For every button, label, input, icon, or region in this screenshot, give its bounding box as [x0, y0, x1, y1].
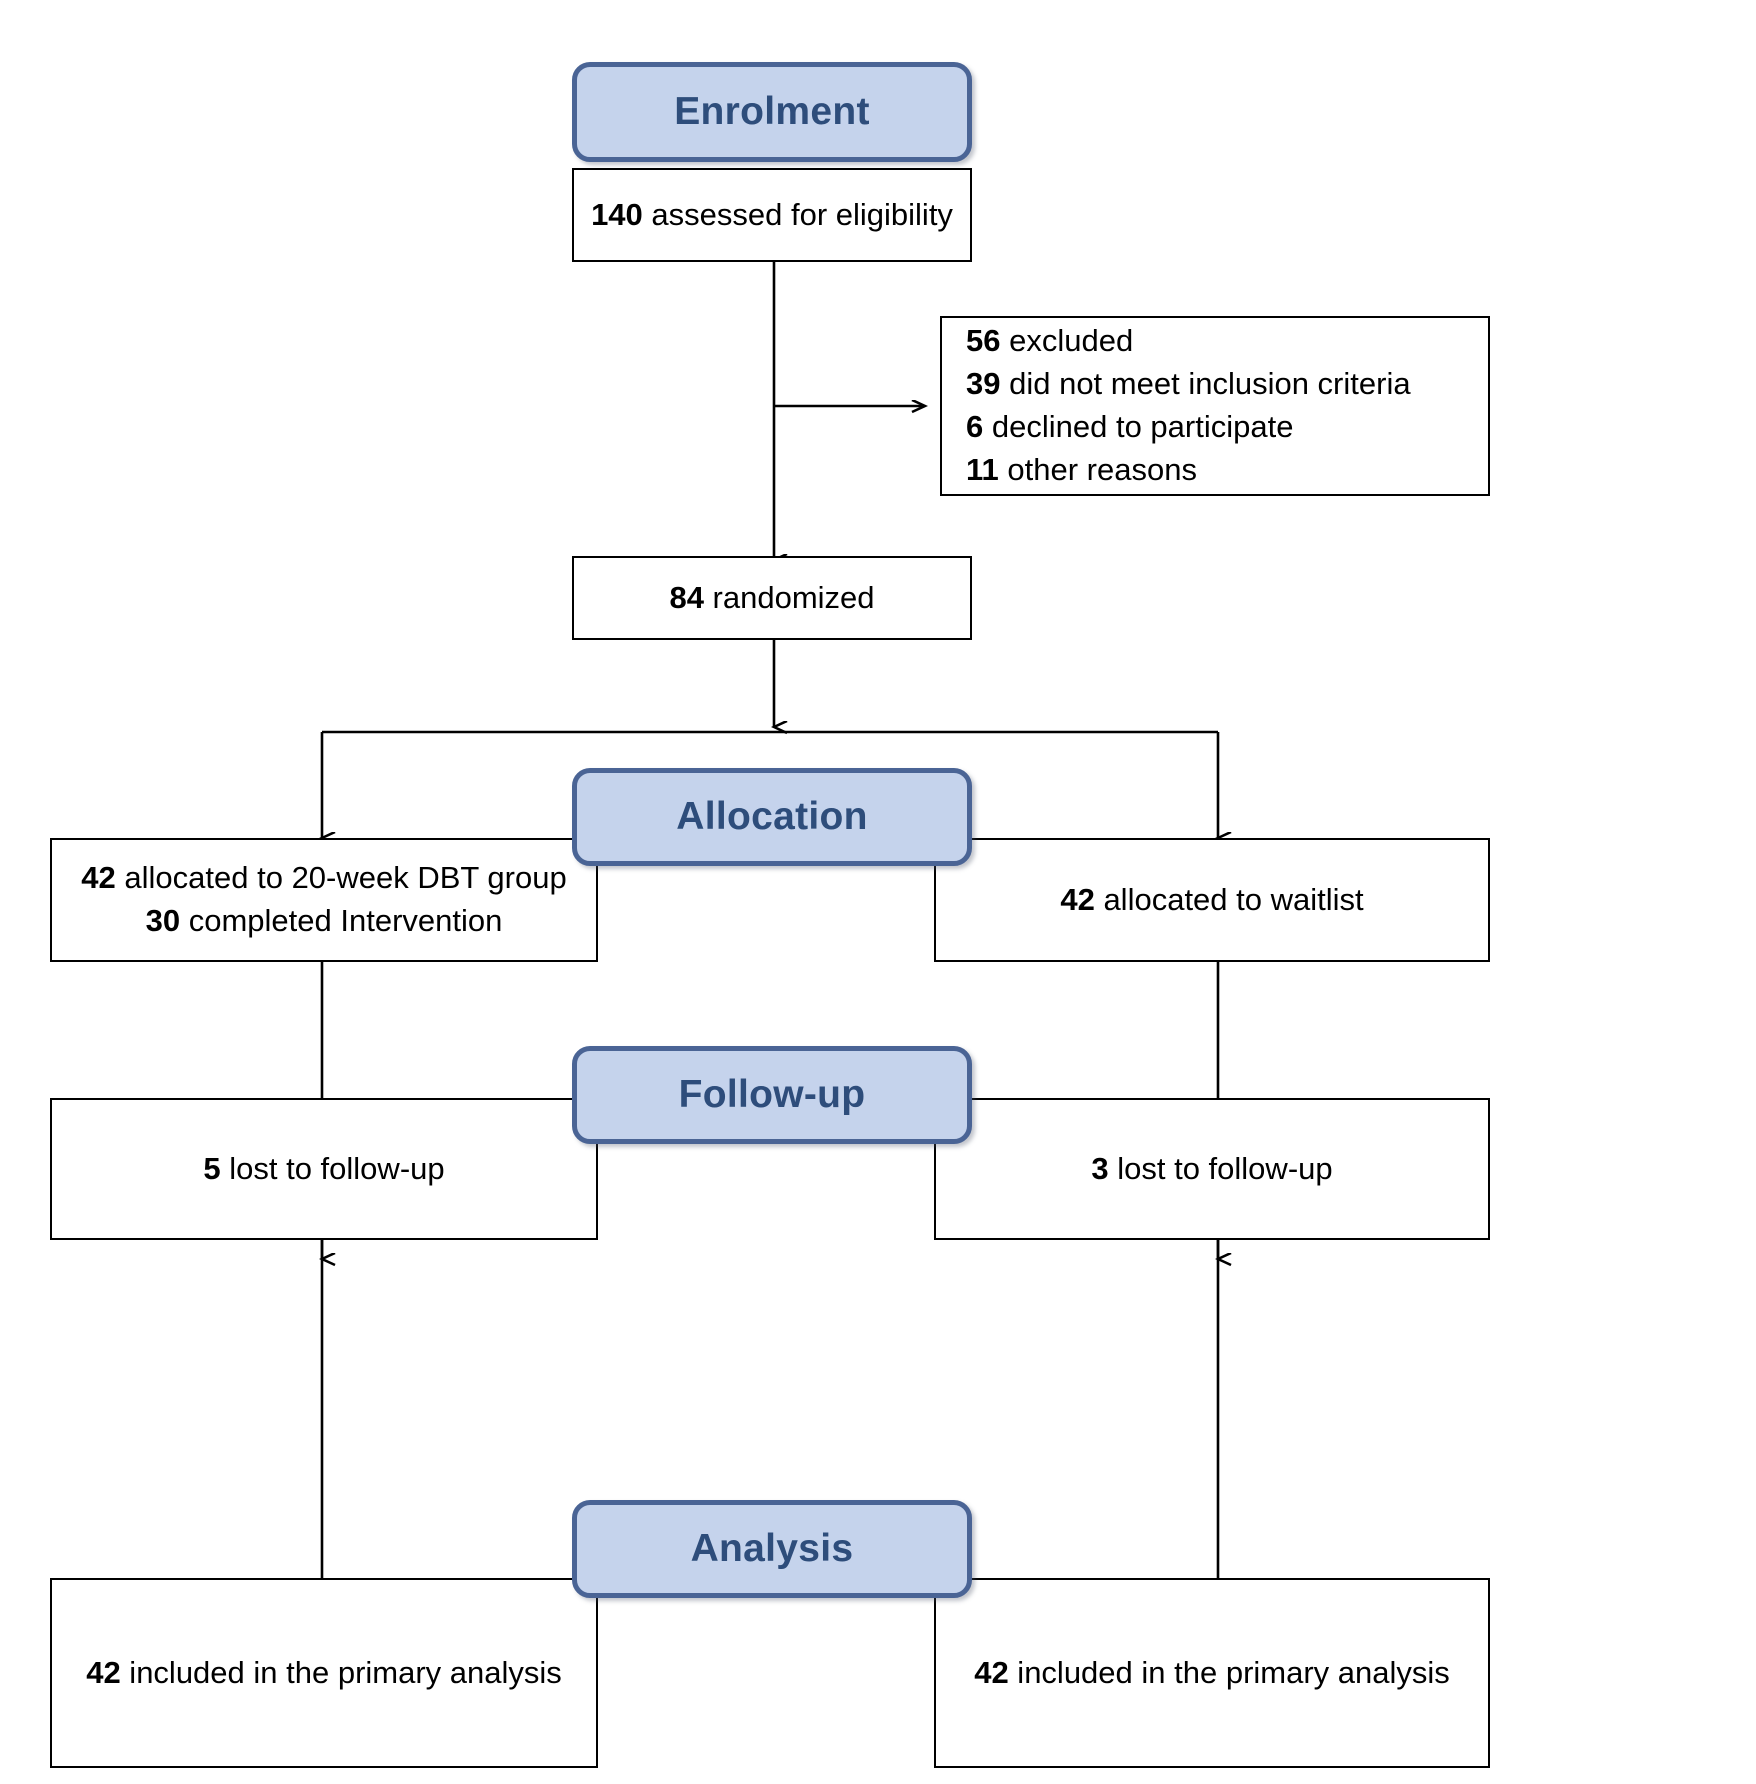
- node-text: included in the primary analysis: [1008, 1654, 1450, 1690]
- node-text: allocated to waitlist: [1094, 881, 1364, 917]
- node-line: 140 assessed for eligibility: [574, 194, 970, 237]
- node-line: 39 did not meet inclusion criteria: [966, 363, 1488, 406]
- node-line: 42 included in the primary analysis: [936, 1652, 1488, 1695]
- node-line: 3 lost to follow-up: [936, 1148, 1488, 1191]
- node-text: included in the primary analysis: [120, 1654, 562, 1690]
- node-count: 84: [669, 579, 704, 615]
- node-followup-left: 5 lost to follow-up: [50, 1098, 598, 1240]
- node-text: excluded: [1000, 323, 1134, 359]
- node-count: 42: [974, 1654, 1009, 1690]
- node-line: 11 other reasons: [966, 449, 1488, 492]
- node-count: 5: [203, 1150, 221, 1186]
- node-line: 6 declined to participate: [966, 406, 1488, 449]
- node-count: 56: [966, 323, 1001, 359]
- node-text: lost to follow-up: [1108, 1150, 1333, 1186]
- node-count: 39: [966, 366, 1001, 402]
- node-line: 84 randomized: [574, 577, 970, 620]
- node-followup-right: 3 lost to follow-up: [934, 1098, 1490, 1240]
- node-line: 5 lost to follow-up: [52, 1148, 596, 1191]
- node-count: 42: [1060, 881, 1095, 917]
- node-count: 30: [145, 903, 181, 938]
- node-line: 30 completed Intervention: [52, 900, 596, 943]
- stage-banner-analysis: Analysis: [572, 1500, 972, 1598]
- node-count: 42: [81, 860, 116, 896]
- node-allocation-right: 42 allocated to waitlist: [934, 838, 1490, 962]
- node-assessed-for-eligibility: 140 assessed for eligibility: [572, 168, 972, 262]
- stage-label-enrolment: Enrolment: [674, 90, 870, 133]
- node-allocation-left: 42 allocated to 20-week DBT group 30 com…: [50, 838, 598, 962]
- node-text: other reasons: [998, 451, 1197, 487]
- node-text: assessed for eligibility: [642, 196, 953, 232]
- node-line: 56 excluded: [966, 320, 1488, 363]
- node-excluded: 56 excluded 39 did not meet inclusion cr…: [940, 316, 1490, 496]
- node-text: randomized: [703, 579, 875, 615]
- node-line: 42 included in the primary analysis: [52, 1652, 596, 1695]
- node-text: declined to participate: [983, 409, 1294, 444]
- node-count: 6: [966, 409, 984, 444]
- node-count: 3: [1091, 1150, 1109, 1186]
- node-count: 140: [591, 196, 643, 232]
- stage-label-analysis: Analysis: [690, 1527, 854, 1570]
- node-count: 11: [966, 451, 999, 487]
- stage-banner-allocation: Allocation: [572, 768, 972, 866]
- node-analysis-left: 42 included in the primary analysis: [50, 1578, 598, 1768]
- stage-banner-enrolment: Enrolment: [572, 62, 972, 162]
- node-randomized: 84 randomized: [572, 556, 972, 640]
- node-text: completed Intervention: [180, 903, 503, 938]
- node-analysis-right: 42 included in the primary analysis: [934, 1578, 1490, 1768]
- node-text: lost to follow-up: [220, 1150, 445, 1186]
- stage-label-followup: Follow-up: [678, 1073, 866, 1116]
- stage-label-allocation: Allocation: [676, 795, 868, 838]
- node-count: 42: [86, 1654, 121, 1690]
- node-text: did not meet inclusion criteria: [1000, 366, 1411, 402]
- node-line: 42 allocated to waitlist: [936, 879, 1488, 922]
- stage-banner-followup: Follow-up: [572, 1046, 972, 1144]
- node-line: 42 allocated to 20-week DBT group: [52, 857, 596, 900]
- node-text: allocated to 20-week DBT group: [115, 860, 567, 896]
